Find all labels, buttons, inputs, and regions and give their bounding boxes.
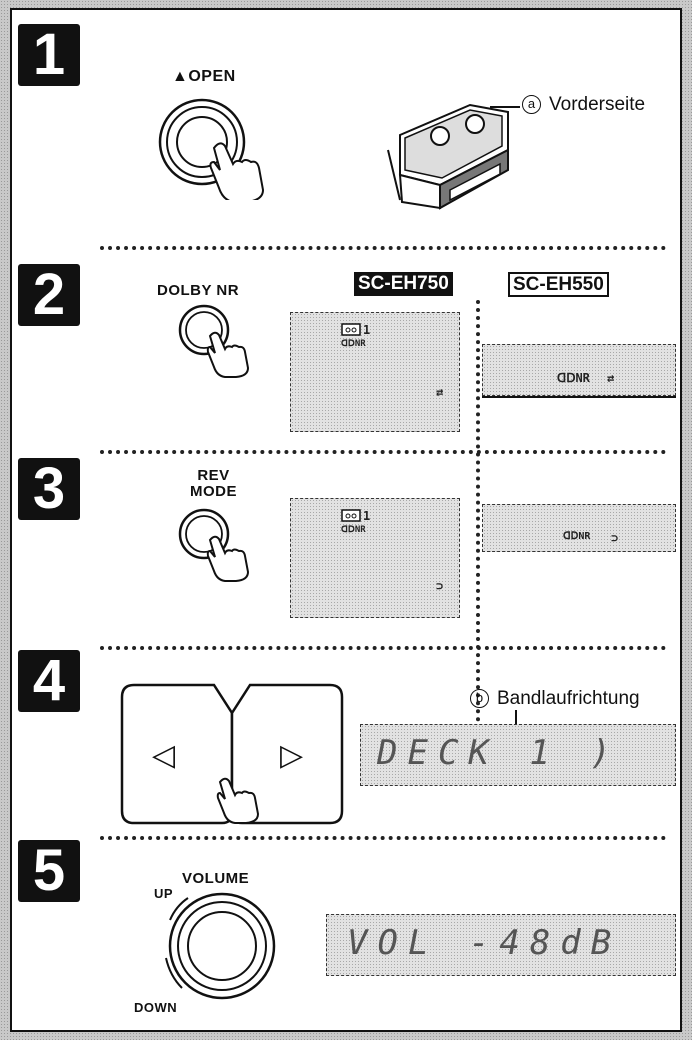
volume-up-arrow-icon [169,897,189,921]
reverse-arrow-icon: ◁ [152,739,176,772]
step-2-display-eh550: ᗡᗞNR ⇄ [482,344,676,396]
cassette-indicator-icon [341,323,361,336]
volume-down-arrow-icon [165,957,183,989]
reverse-play-button[interactable] [120,683,234,825]
model-sc-eh750-label: SC-EH750 [354,272,453,296]
step-2-display-eh750: 1 ᗡᗞNR ⇄ [290,312,460,432]
step-2-number: 2 [18,264,80,326]
rev-mode-label-line2: MODE [190,483,237,500]
step-5-display: VOL -48dB [326,914,676,976]
reverse-mode-indicator: ⇄ [436,385,444,399]
step-1-number: 1 [18,24,80,86]
rev-mode-button-label: REV MODE [190,468,237,500]
transport-buttons [120,683,344,825]
reverse-mode-indicator: ⊃ [436,579,444,593]
callout-a: a Vorderseite [522,94,645,116]
display-baseline [482,396,676,398]
deck-direction-display-text: DECK 1 ) [377,733,621,773]
cassette-deck-icon [387,103,509,210]
volume-label: VOLUME [182,870,250,887]
cassette-indicator-icon [341,509,361,522]
callout-b-marker: b [470,689,489,708]
volume-down-label: DOWN [134,1000,178,1015]
volume-up-label: UP [154,886,174,901]
callout-a-marker: a [522,95,541,114]
step-5-number: 5 [18,840,80,902]
reverse-mode-indicator: ⇄ [607,371,615,385]
dolby-nr-indicator: ᗡᗞNR [563,531,591,542]
instruction-page: 1 ▲OPEN a Vorderseite 2 DOLBY NR SC-EH750… [10,8,682,1032]
dolby-nr-indicator: ᗡᗞNR [557,371,590,385]
divider-3 [100,646,666,650]
open-button-label: ▲OPEN [172,68,236,85]
rev-mode-label-line1: REV [197,467,230,484]
divider-2 [100,450,666,454]
step-3-display-eh550: ᗡᗞNR ⊃ [482,504,676,552]
callout-b: b Bandlaufrichtung [470,688,640,710]
model-column-divider [476,300,480,770]
deck-number: 1 [363,509,371,523]
dolby-nr-indicator: ᗡᗞNR [341,525,366,535]
step-4-number: 4 [18,650,80,712]
dolby-nr-button-label: DOLBY NR [157,282,240,299]
forward-arrow-icon: ▷ [280,739,304,772]
volume-display-text: VOL -48dB [347,923,622,963]
deck-number: 1 [363,323,371,337]
step-3-number: 3 [18,458,80,520]
dolby-nr-button-press-icon[interactable] [172,298,282,393]
reverse-mode-indicator: ⊃ [611,531,619,545]
step-3-display-eh750: 1 ᗡᗞNR ⊃ [290,498,460,618]
step-4-display: DECK 1 ) [360,724,676,786]
open-button-press-icon[interactable] [152,90,282,200]
pressing-hand-icon [216,777,260,824]
divider-1 [100,246,666,250]
callout-a-leader [490,106,520,108]
rev-mode-button-press-icon[interactable] [172,502,282,597]
callout-b-text: Bandlaufrichtung [497,688,640,709]
divider-4 [100,836,666,840]
model-sc-eh550-label: SC-EH550 [508,272,609,297]
callout-b-leader [515,710,517,730]
volume-dial-icon[interactable] [152,888,292,1008]
dolby-nr-indicator: ᗡᗞNR [341,339,366,349]
callout-a-text: Vorderseite [549,94,646,115]
